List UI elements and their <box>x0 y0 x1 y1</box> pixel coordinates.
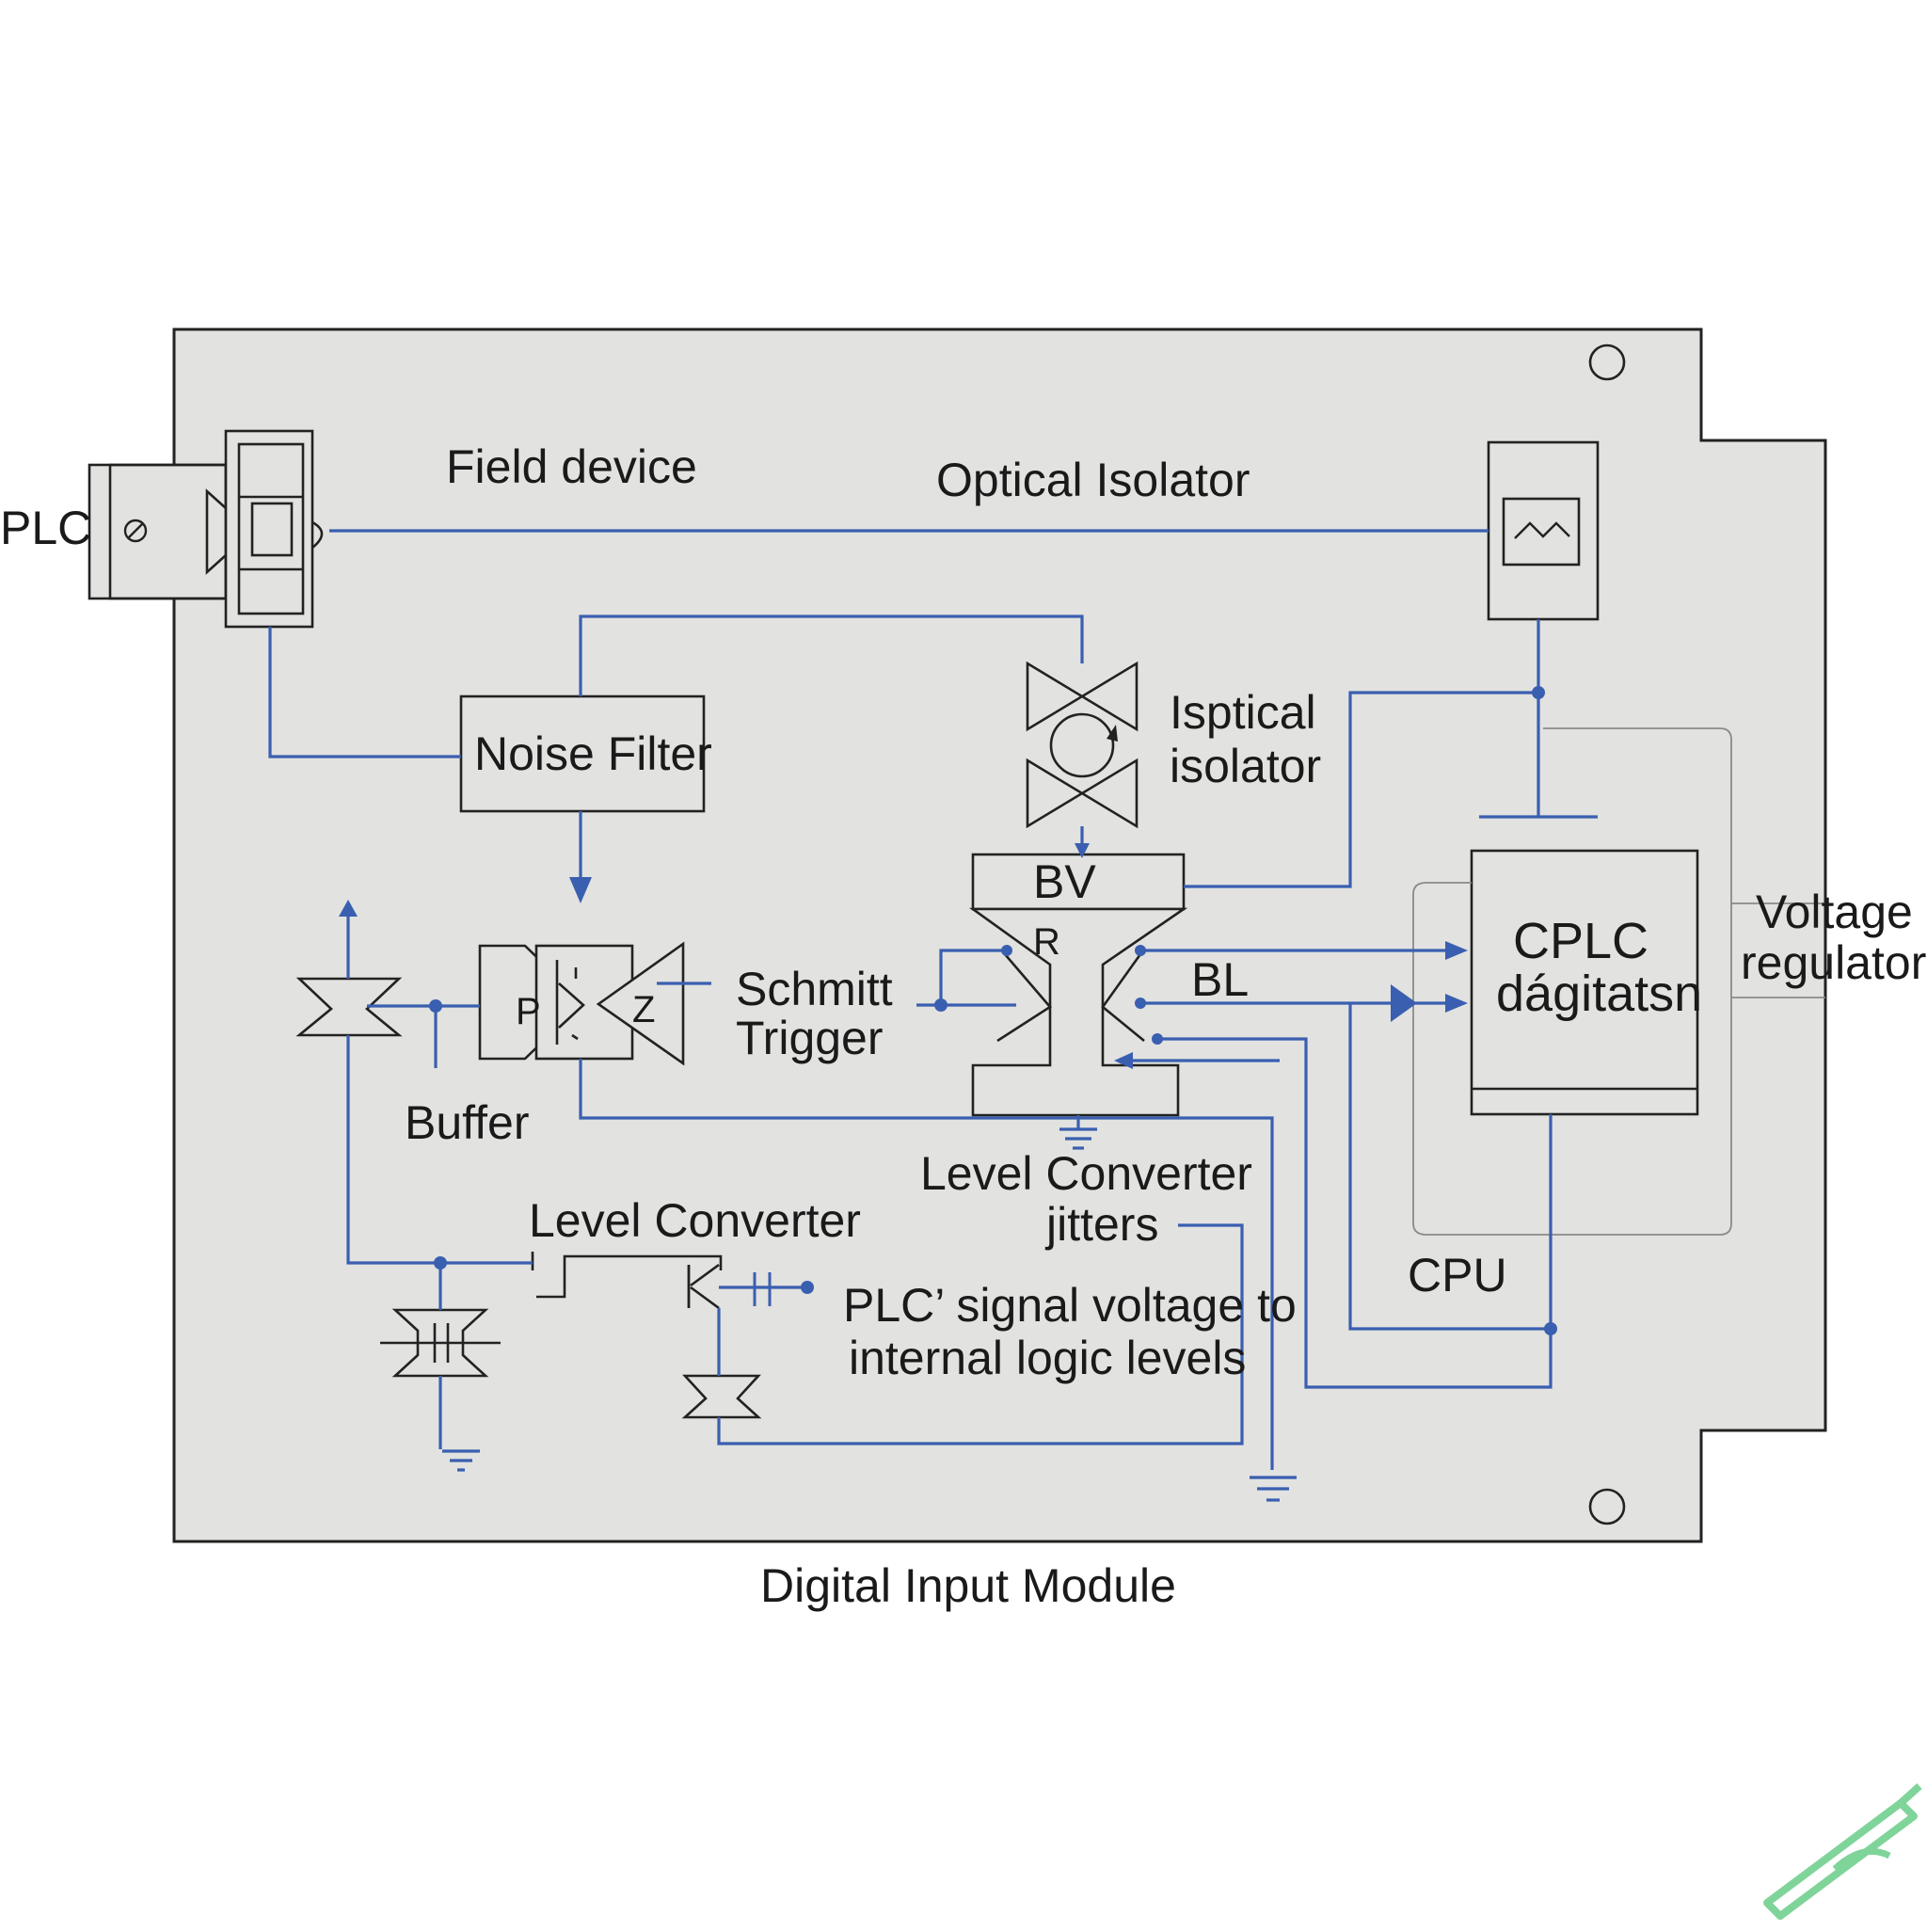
label-cplc-digitatsn: dágitatsn <box>1496 966 1702 1022</box>
label-cplc: CPLC <box>1513 913 1648 969</box>
label-isptical-line2: isolator <box>1170 740 1321 792</box>
module-board <box>172 327 1827 1543</box>
voltage-regulator-enclosure <box>1412 727 1732 1236</box>
label-field-device: Field device <box>446 440 697 493</box>
label-bl: BL <box>1191 953 1249 1006</box>
label-noise-filter: Noise Filter <box>474 727 712 780</box>
label-z: Z <box>632 989 655 1030</box>
ground-symbols <box>438 1115 1297 1502</box>
label-r: R <box>1033 921 1060 963</box>
label-voltage: Voltage <box>1756 886 1913 938</box>
junction-dots <box>429 686 1557 1335</box>
label-schmitt: Schmitt <box>736 963 893 1015</box>
label-isptical-line1: Isptical <box>1170 686 1316 739</box>
optical-isolator-module <box>1487 440 1600 621</box>
label-plc-signal-2: internal logic levels <box>849 1332 1246 1384</box>
label-trigger: Trigger <box>736 1012 884 1064</box>
label-cpu: CPU <box>1408 1249 1507 1301</box>
label-optical-isolator: Optical Isolator <box>936 454 1250 506</box>
bv-center-block <box>968 853 1188 1117</box>
field-device-terminal <box>224 429 324 629</box>
label-level-converter-jitters-2: jitters <box>1044 1198 1158 1251</box>
label-bv: BV <box>1033 855 1096 908</box>
ground-left <box>438 1444 480 1472</box>
mounting-hole-top <box>1588 343 1626 381</box>
plc-connector <box>88 463 228 600</box>
label-buffer: Buffer <box>405 1096 530 1149</box>
isptical-isolator-symbol <box>1026 661 1139 829</box>
label-plc-signal-1: PLC’ signal voltage to <box>843 1279 1297 1332</box>
schmitt-trigger-symbol <box>478 941 685 1066</box>
ground-center <box>1250 1476 1297 1502</box>
wire-arrowheads <box>339 843 1468 1069</box>
diagram-caption: Digital Input Module <box>760 1559 1176 1612</box>
buffer-symbol <box>295 977 403 1037</box>
level-converter-diode <box>681 1374 762 1419</box>
label-level-converter: Level Converter <box>529 1194 861 1247</box>
label-regulators: regulators <box>1741 936 1927 989</box>
label-p: P <box>516 991 541 1032</box>
wiring <box>268 529 1598 1470</box>
label-plc: PLC <box>0 502 91 554</box>
pen-logo <box>1763 1783 1922 1920</box>
noise-filter-block <box>459 695 706 813</box>
cplc-block <box>1470 849 1699 1116</box>
mounting-hole-bottom <box>1588 1488 1626 1525</box>
ground-bv <box>1059 1115 1097 1150</box>
level-converter-symbol <box>531 1252 772 1310</box>
label-level-converter-jitters-1: Level Converter <box>920 1147 1252 1200</box>
capacitor-symbol <box>380 1308 501 1378</box>
